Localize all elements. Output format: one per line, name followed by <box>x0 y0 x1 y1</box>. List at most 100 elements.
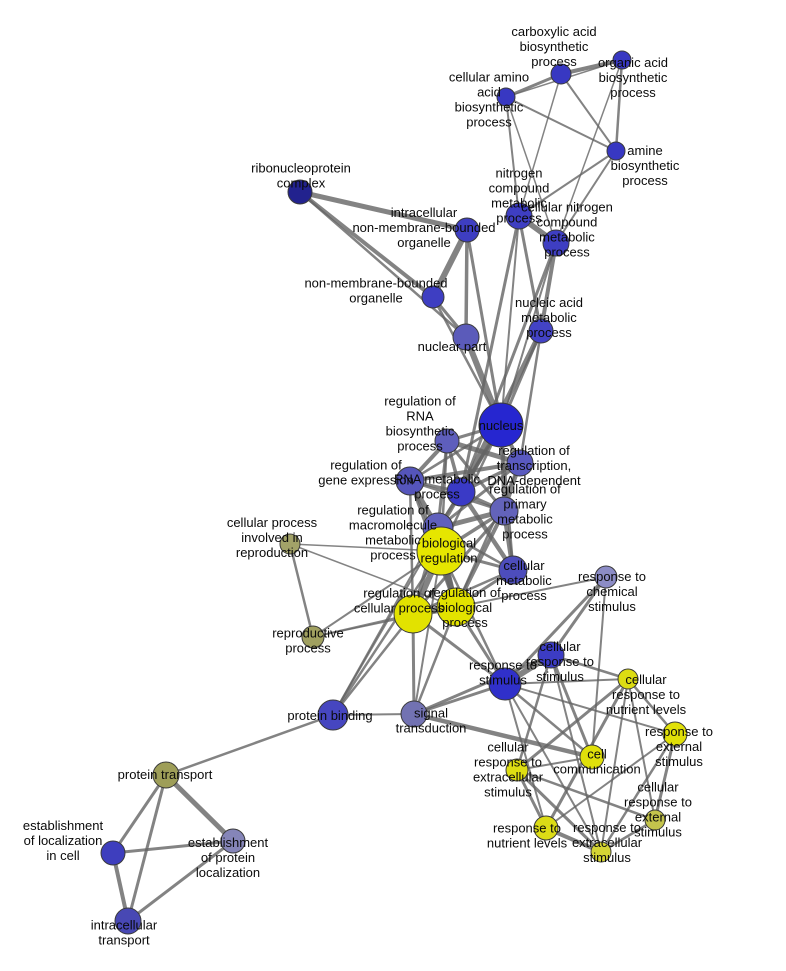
edge-protein-transport--establishment-of-protein-localization <box>163 772 236 844</box>
edge-cellular-response-to-stimulus--cell-communication <box>549 653 594 759</box>
node-ribonucleoprotein-complex[interactable] <box>287 179 313 205</box>
edge-cellular-amino-acid-biosynthetic-process--cellular-nitrogen-compound-metabolic-process <box>505 96 557 244</box>
edges-layer <box>111 58 677 923</box>
edge-regulation-of-transcription-dna-dependent--regulation-of-gene-expression <box>408 461 522 483</box>
edge-regulation-of-transcription-dna-dependent--regulation-of-macromolecule-metabolic-process <box>436 461 522 530</box>
edge-response-to-chemical-stimulus--cell-communication <box>591 576 607 758</box>
node-cellular-response-to-extracellular-stimulus[interactable] <box>505 758 529 782</box>
edge-ribonucleoprotein-complex--nuclear-part <box>298 190 468 339</box>
edge-cell-communication--signal-transduction <box>411 711 595 760</box>
node-establishment-of-protein-localization[interactable] <box>220 828 246 854</box>
node-regulation-of-rna-biosynthetic-process[interactable] <box>434 428 460 454</box>
node-nuclear-part[interactable] <box>452 323 480 351</box>
edge-protein-transport--intracellular-transport <box>126 773 168 923</box>
node-amine-biosynthetic-process[interactable] <box>606 141 626 161</box>
edge-cellular-amino-acid-biosynthetic-process--amine-biosynthetic-process <box>505 96 617 152</box>
edge-signal-transduction--biological-regulation <box>413 550 442 715</box>
edge-response-to-external-stimulus--cellular-response-to-external-stimulus <box>653 732 677 822</box>
edge-amine-biosynthetic-process--cellular-nitrogen-compound-metabolic-process <box>555 150 617 244</box>
node-biological-regulation[interactable] <box>416 526 466 576</box>
node-response-to-nutrient-levels[interactable] <box>533 815 559 841</box>
node-nitrogen-compound-metabolic-process[interactable] <box>505 202 533 230</box>
node-intracellular-non-membrane-bounded-organelle[interactable] <box>454 217 480 243</box>
node-rna-metabolic-process[interactable] <box>446 477 476 507</box>
node-signal-transduction[interactable] <box>400 700 428 728</box>
edge-protein-binding--protein-transport <box>164 713 335 777</box>
edge-intracellular-non-membrane-bounded-organelle--non-membrane-bounded-organelle <box>430 227 470 300</box>
edge-establishment-of-localization-in-cell--establishment-of-protein-localization <box>111 839 235 855</box>
edge-cellular-response-to-nutrient-levels--cellular-response-to-extracellular-stimulus <box>515 677 630 772</box>
edge-cellular-process-involved-in-reproduction--regulation-of-biological-process <box>289 543 457 608</box>
edge-protein-binding--biological-regulation <box>331 549 443 717</box>
edge-organic-acid-biosynthetic-process--amine-biosynthetic-process <box>614 58 624 153</box>
nodes-layer <box>100 50 688 935</box>
node-cellular-response-to-nutrient-levels[interactable] <box>617 668 639 690</box>
node-reproductive-process[interactable] <box>301 625 325 649</box>
edge-response-to-stimulus--cell-communication <box>503 682 594 759</box>
edge-cellular-response-to-stimulus--signal-transduction <box>412 653 553 716</box>
edge-cellular-nitrogen-compound-metabolic-process--nucleic-acid-metabolic-process <box>539 241 558 333</box>
edge-cellular-response-to-nutrient-levels--cellular-response-to-external-stimulus <box>627 678 656 821</box>
edge-response-to-stimulus--response-to-nutrient-levels <box>504 683 547 829</box>
edge-protein-transport--establishment-of-localization-in-cell <box>111 773 168 855</box>
edge-ribonucleoprotein-complex--non-membrane-bounded-organelle <box>298 190 435 299</box>
edge-nitrogen-compound-metabolic-process--nucleic-acid-metabolic-process <box>517 214 543 333</box>
edge-amine-biosynthetic-process--nitrogen-compound-metabolic-process <box>518 150 617 217</box>
node-regulation-of-cellular-process[interactable] <box>393 594 433 634</box>
edge-response-to-chemical-stimulus--regulation-of-biological-process <box>455 576 607 608</box>
edge-response-to-extracellular-stimulus--cellular-response-to-extracellular-stimulus <box>515 768 603 854</box>
edge-reproductive-process--biological-regulation <box>312 550 442 638</box>
node-protein-binding[interactable] <box>317 699 349 731</box>
node-response-to-extracellular-stimulus[interactable] <box>590 841 612 863</box>
edge-organic-acid-biosynthetic-process--cellular-nitrogen-compound-metabolic-process <box>555 59 623 244</box>
edge-carboxylic-acid-biosynthetic-process--nitrogen-compound-metabolic-process <box>518 73 562 217</box>
edge-response-to-stimulus--response-to-extracellular-stimulus <box>504 683 602 853</box>
node-response-to-external-stimulus[interactable] <box>662 721 688 747</box>
node-establishment-of-localization-in-cell[interactable] <box>100 840 126 866</box>
node-regulation-of-transcription-dna-dependent[interactable] <box>506 449 534 477</box>
node-non-membrane-bounded-organelle[interactable] <box>421 285 445 309</box>
edge-nitrogen-compound-metabolic-process--nucleus <box>500 215 520 426</box>
node-intracellular-transport[interactable] <box>114 907 142 935</box>
edge-intracellular-non-membrane-bounded-organelle--nuclear-part <box>464 228 469 339</box>
node-nucleic-acid-metabolic-process[interactable] <box>528 318 554 344</box>
node-response-to-chemical-stimulus[interactable] <box>594 565 618 589</box>
node-cellular-amino-acid-biosynthetic-process[interactable] <box>496 87 516 107</box>
edge-cellular-response-to-extracellular-stimulus--cellular-response-to-external-stimulus <box>515 768 657 822</box>
node-cellular-nitrogen-compound-metabolic-process[interactable] <box>542 229 570 257</box>
node-regulation-of-biological-process[interactable] <box>436 587 476 627</box>
edge-carboxylic-acid-biosynthetic-process--amine-biosynthetic-process <box>560 73 617 152</box>
edge-cellular-response-to-stimulus--response-to-chemical-stimulus <box>549 575 608 657</box>
node-carboxylic-acid-biosynthetic-process[interactable] <box>550 63 572 85</box>
node-cellular-process-involved-in-reproduction[interactable] <box>279 533 301 555</box>
node-protein-transport[interactable] <box>152 761 180 789</box>
edge-establishment-of-protein-localization--intracellular-transport <box>126 839 235 923</box>
edge-response-to-external-stimulus--response-to-nutrient-levels <box>545 733 676 829</box>
edge-protein-binding--regulation-of-cellular-process <box>331 612 415 717</box>
node-regulation-of-gene-expression[interactable] <box>395 466 425 496</box>
edge-cellular-response-to-nutrient-levels--response-to-extracellular-stimulus <box>600 678 629 853</box>
node-organic-acid-biosynthetic-process[interactable] <box>612 50 632 70</box>
edge-cellular-process-involved-in-reproduction--biological-regulation <box>289 543 442 552</box>
edge-response-to-stimulus--biological-regulation <box>439 549 507 686</box>
edge-cellular-response-to-stimulus--cellular-response-to-extracellular-stimulus <box>515 653 553 772</box>
edge-response-to-external-stimulus--response-to-extracellular-stimulus <box>599 732 677 854</box>
node-nucleus[interactable] <box>478 402 524 448</box>
edge-cellular-amino-acid-biosynthetic-process--nitrogen-compound-metabolic-process <box>505 96 520 217</box>
node-cellular-response-to-external-stimulus[interactable] <box>644 809 666 831</box>
node-cellular-response-to-stimulus[interactable] <box>537 641 565 669</box>
edge-regulation-of-rna-biosynthetic-process--regulation-of-primary-metabolic-process <box>445 439 506 513</box>
node-response-to-stimulus[interactable] <box>488 667 522 701</box>
node-regulation-of-primary-metabolic-process[interactable] <box>489 496 519 526</box>
node-cellular-metabolic-process[interactable] <box>498 555 528 585</box>
edge-response-to-stimulus--cellular-response-to-nutrient-levels <box>504 678 629 685</box>
edge-regulation-of-gene-expression--regulation-of-cellular-process <box>408 479 415 616</box>
edge-cellular-response-to-extracellular-stimulus--cell-communication <box>516 756 593 771</box>
node-cell-communication[interactable] <box>579 744 605 770</box>
